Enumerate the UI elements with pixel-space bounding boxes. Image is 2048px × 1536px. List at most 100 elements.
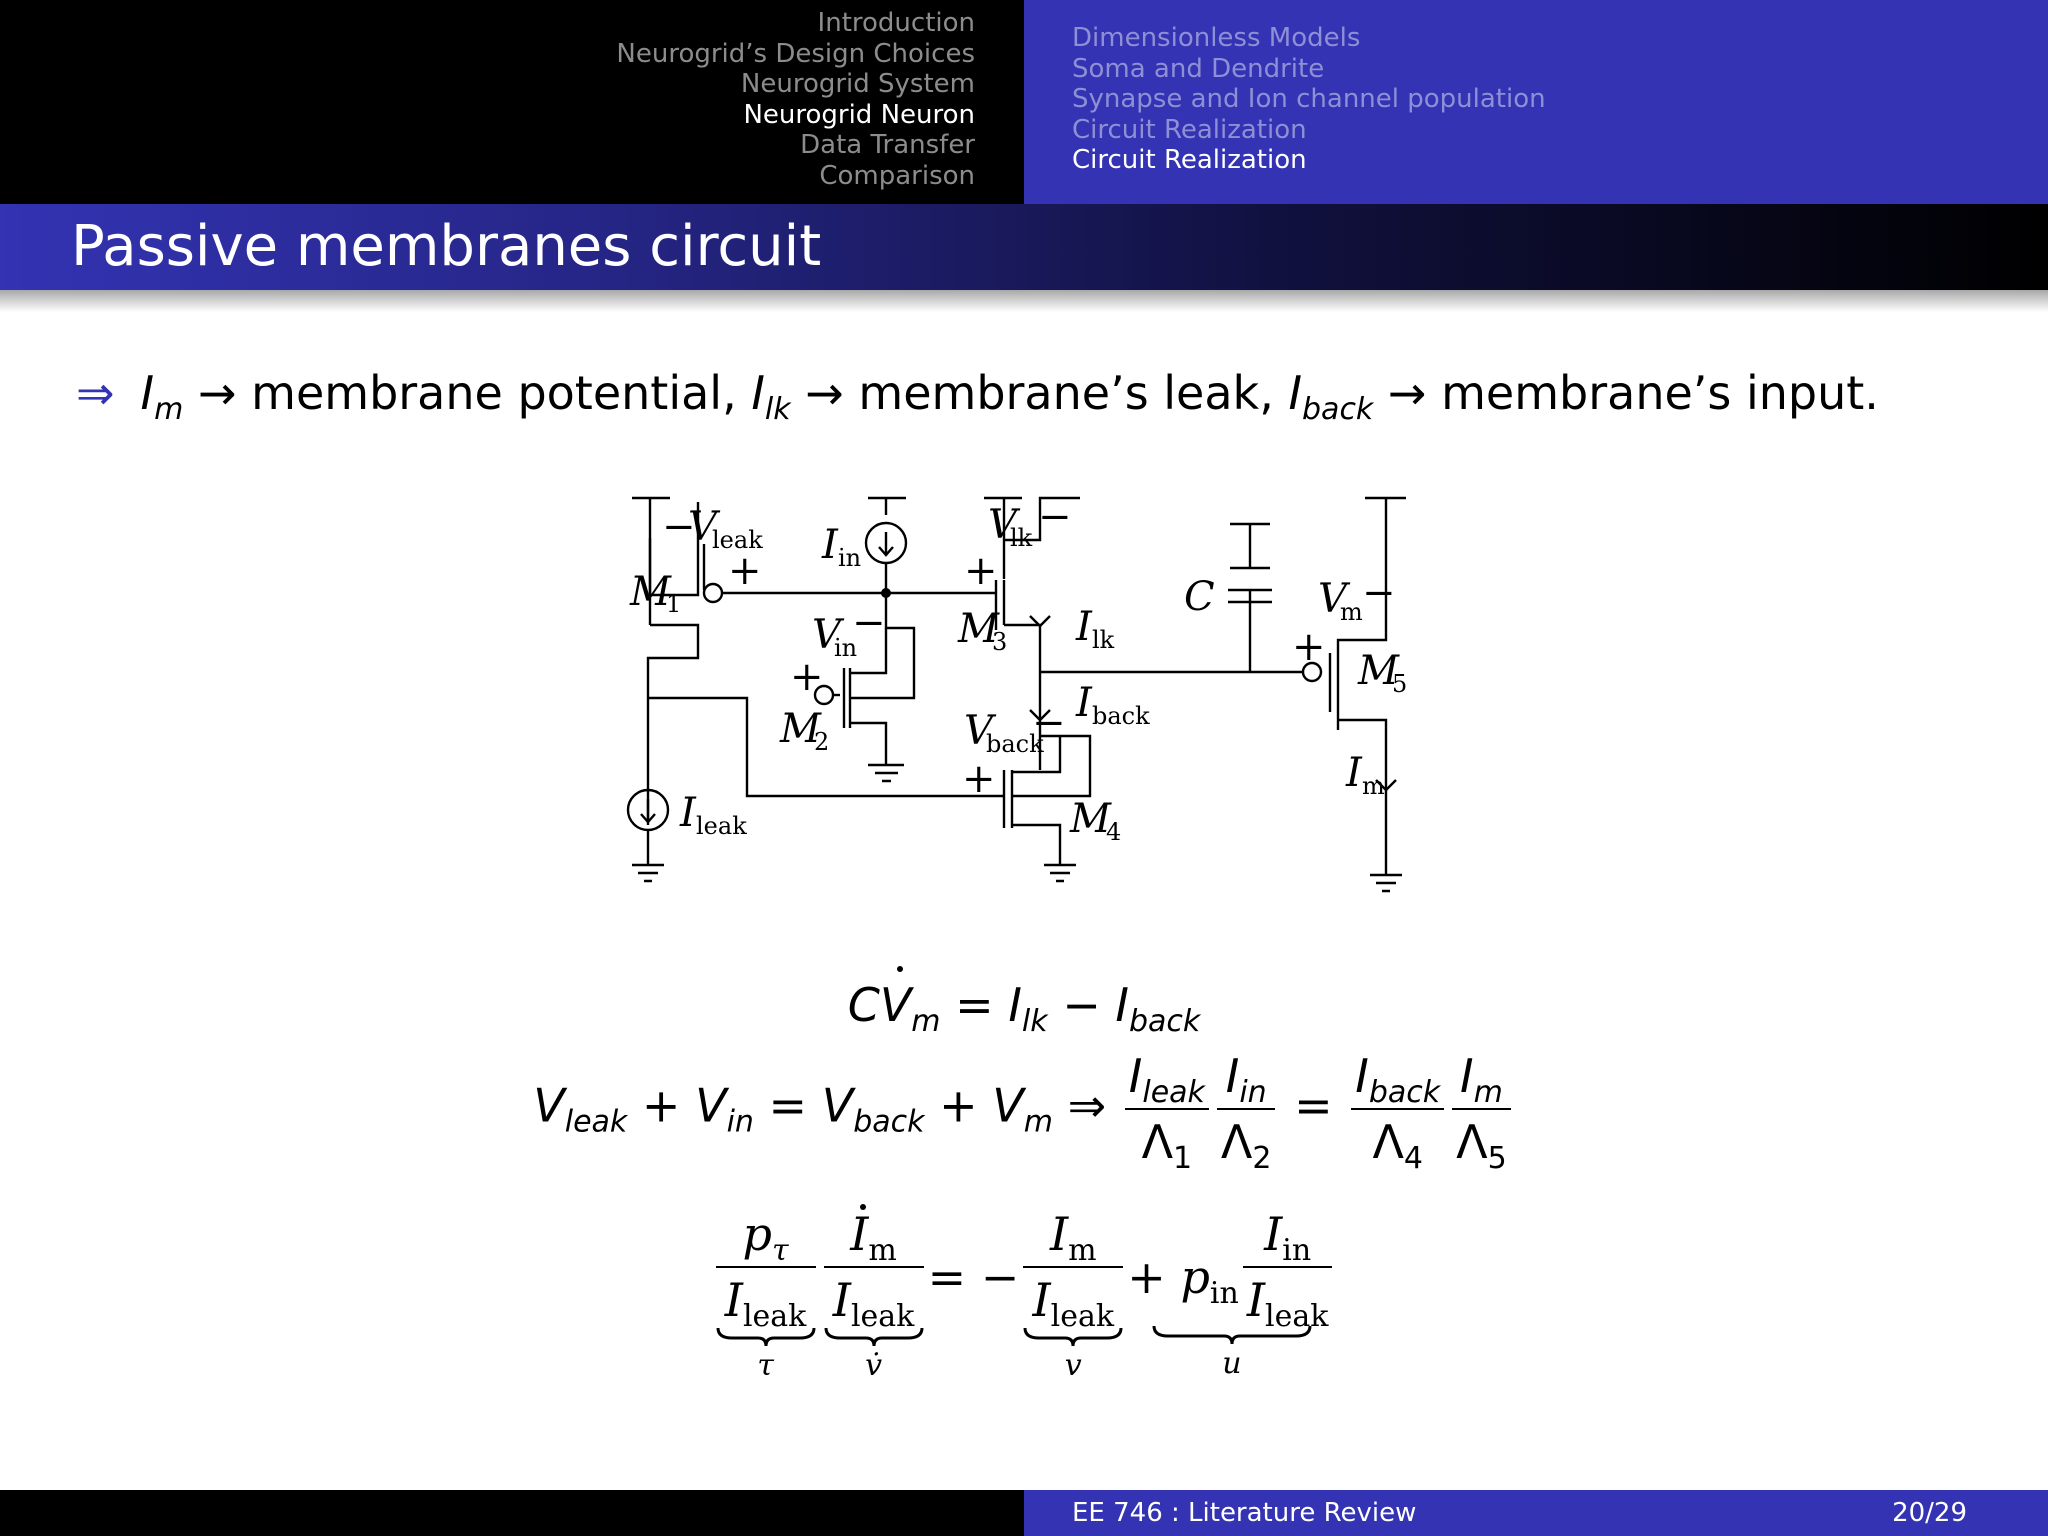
label-m2-sub: 2	[814, 728, 829, 756]
eq2-f1-num: I	[1128, 1049, 1143, 1103]
label-v-lk: V	[988, 502, 1021, 548]
label-v-m: V	[1318, 576, 1351, 622]
eq1-iback-sub: back	[1129, 1004, 1201, 1039]
eq2-vback-sub: back	[853, 1104, 925, 1140]
bullet-text-2: → membrane’s leak,	[790, 366, 1289, 420]
label-v-back-sub: back	[986, 730, 1044, 758]
bullet-iback: I	[1288, 366, 1303, 420]
nav-section-data-transfer[interactable]: Data Transfer	[800, 130, 975, 160]
eq2-plus-2: +	[924, 1078, 993, 1133]
label-m2: M	[779, 706, 822, 752]
nav-subsection-soma-dendrite[interactable]: Soma and Dendrite	[1072, 53, 1325, 84]
eq2-f1-den-sub: 1	[1173, 1141, 1193, 1176]
eq1-minus: −	[1047, 978, 1116, 1032]
bullet-line: ⇒Im → membrane potential, Ilk → membrane…	[76, 364, 1879, 425]
eq3-equals-minus: = −	[927, 1250, 1020, 1304]
eq2-vleak: V	[533, 1078, 565, 1133]
eq3-plus: +	[1127, 1250, 1181, 1304]
eq2-f4-num-sub: m	[1473, 1075, 1503, 1110]
eq3-iin: I	[1264, 1207, 1283, 1261]
eq3-ileak-3-sub: leak	[1050, 1299, 1115, 1334]
eq3-underbrace-label-1: τ	[757, 1348, 774, 1383]
eq2-f2-num: I	[1225, 1049, 1240, 1103]
eq2-f2-num-sub: in	[1239, 1075, 1267, 1110]
nav-subsection-synapse-ion[interactable]: Synapse and Ion channel population	[1072, 84, 1546, 114]
eq2-implies: ⇒	[1052, 1078, 1121, 1133]
nav-subsection-circuit-realization-1[interactable]: Circuit Realization	[1072, 114, 1307, 145]
label-v-in-sub: in	[834, 634, 857, 662]
nav-subsection-dimensionless-models[interactable]: Dimensionless Models	[1072, 23, 1361, 53]
label-minus-vin: −	[852, 600, 886, 646]
nav-section-introduction[interactable]: Introduction	[817, 8, 975, 38]
bullet-ilk-sub: lk	[764, 392, 791, 427]
eq3-ileak-4: I	[1246, 1273, 1265, 1327]
eq2-f4-den-sub: 5	[1487, 1141, 1507, 1176]
underbrace-1	[716, 1326, 816, 1348]
label-i-m-sub: m	[1362, 772, 1385, 800]
label-v-lk-sub: lk	[1010, 524, 1033, 552]
bullet-text-3: → membrane’s input.	[1373, 366, 1879, 420]
membrane-circuit-diagram: − V leak + M 1 I in V in − + M 2 V lk − …	[626, 494, 1407, 893]
nav-section-comparison[interactable]: Comparison	[819, 160, 975, 191]
label-i-in: I	[821, 522, 839, 568]
slide-title: Passive membranes circuit	[71, 214, 822, 279]
eq2-f1-num-sub: leak	[1142, 1075, 1205, 1110]
eq3-tau-term: pτ Ileak τ	[715, 1207, 816, 1384]
eq3-im: I	[1049, 1207, 1069, 1261]
eq3-ileak-2: I	[832, 1273, 851, 1327]
slide-title-bar: Passive membranes circuit	[0, 204, 2048, 290]
eq3-im-dot: I	[850, 1204, 869, 1261]
bullet-text-1: → membrane potential,	[183, 366, 752, 420]
underbrace-2	[824, 1326, 924, 1348]
label-v-back: V	[964, 708, 997, 754]
nav-section-neurogrid-system[interactable]: Neurogrid System	[740, 69, 975, 99]
eq2-f1-den: Λ	[1141, 1115, 1174, 1169]
eq2-vm-sub: m	[1023, 1104, 1053, 1140]
label-v-in: V	[812, 612, 845, 658]
eq3-underbrace-label-4: u	[1222, 1346, 1242, 1381]
footer-course: EE 746 : Literature Review	[1072, 1498, 1417, 1528]
eq1-equals: =	[940, 978, 1009, 1032]
eq2-f3-den-sub: 4	[1403, 1141, 1423, 1176]
eq2-vin-sub: in	[726, 1104, 754, 1140]
eq2-equals-1: =	[753, 1078, 822, 1133]
nav-subsection-circuit-realization-2[interactable]: Circuit Realization	[1072, 145, 1307, 175]
eq2-f2-den-sub: 2	[1252, 1141, 1272, 1176]
label-minus-vleak: −	[662, 504, 696, 550]
eq2-vm: V	[992, 1078, 1024, 1133]
equation-capacitor: CVm = Ilk − Iback	[0, 966, 2048, 1040]
label-minus-vback: −	[1032, 700, 1066, 746]
label-m5-sub: 5	[1392, 670, 1407, 698]
nav-section-design-choices[interactable]: Neurogrid’s Design Choices	[616, 38, 975, 69]
label-minus-vm: −	[1362, 570, 1396, 616]
label-i-m: I	[1345, 750, 1363, 796]
label-i-in-sub: in	[838, 544, 861, 572]
label-plus-m5: +	[1292, 624, 1326, 670]
subsection-navigation: Dimensionless Models Soma and Dendrite S…	[1024, 0, 2048, 204]
label-i-leak: I	[679, 790, 697, 836]
label-plus-m1: +	[728, 548, 762, 594]
footer-page-number: 20/29	[1892, 1498, 1967, 1528]
eq2-f4-num: I	[1460, 1049, 1474, 1103]
label-m4: M	[1069, 796, 1112, 842]
eq2-vback: V	[821, 1078, 854, 1133]
bullet-arrow-icon: ⇒	[76, 366, 115, 420]
section-navigation: Introduction Neurogrid’s Design Choices …	[0, 0, 1024, 204]
bullet-iback-sub: back	[1302, 392, 1374, 427]
eq3-p: p	[742, 1207, 772, 1261]
bullet-im-sub: m	[154, 392, 184, 427]
eq1-c: C	[847, 978, 880, 1032]
label-m3: M	[957, 606, 1000, 652]
label-m4-sub: 4	[1106, 818, 1121, 846]
eq3-p-tau-sub: τ	[771, 1233, 789, 1268]
label-i-lk: I	[1075, 604, 1093, 650]
nav-section-neurogrid-neuron[interactable]: Neurogrid Neuron	[743, 99, 975, 130]
underbrace-4	[1127, 1324, 1336, 1346]
eq3-im-term: Im Ileak v	[1023, 1207, 1124, 1384]
label-m5: M	[1357, 648, 1400, 694]
eq3-input-term: + pin Iin Ileak u	[1127, 1208, 1336, 1382]
